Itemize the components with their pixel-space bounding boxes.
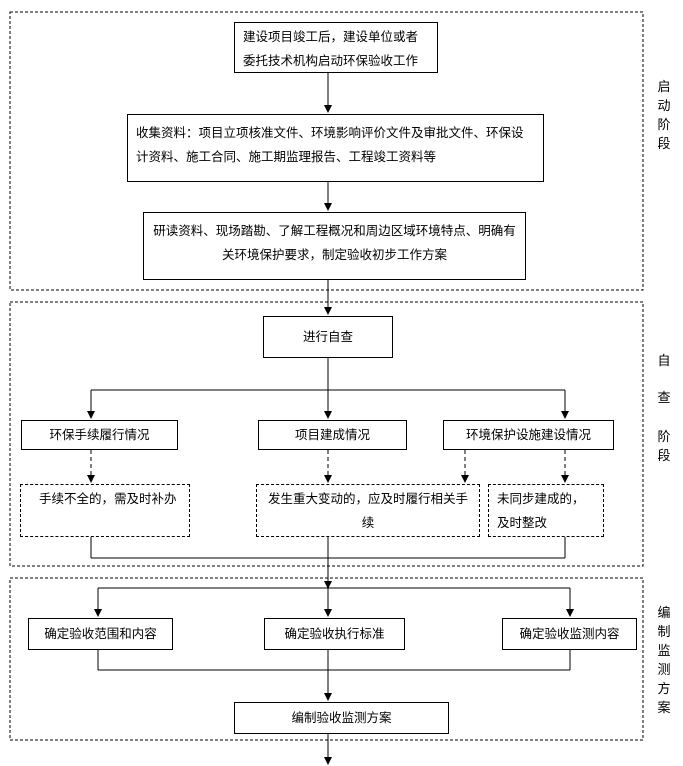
start-step-3: 研读资料、现场踏勘、了解工程概况和周边区域环境特点、明确有关环境保护要求，制定验… — [143, 212, 526, 280]
self-check-item-construction: 项目建成情况 — [258, 420, 407, 450]
self-check-note-construction: 发生重大变动的，应及时履行相关手续 — [256, 484, 480, 537]
phase-start-frame — [9, 11, 644, 291]
start-step-2: 收集资料：项目立项核准文件、环境影响评价文件及审批文件、环保设计资料、施工合同、… — [127, 114, 544, 182]
plan-final: 编制验收监测方案 — [234, 702, 449, 734]
phase-label-self-check-1: 自 — [657, 354, 671, 369]
phase-label-self-check-3: 阶 — [657, 430, 671, 445]
self-check-item-facilities: 环境保护设施建设情况 — [443, 420, 614, 450]
phase-plan-frame — [9, 577, 644, 741]
plan-item-scope: 确定验收范围和内容 — [28, 618, 173, 650]
phase-label-start: 启动阶段 — [657, 80, 671, 152]
self-check-main: 进行自查 — [263, 316, 393, 358]
start-step-1: 建设项目竣工后，建设单位或者委托技术机构启动环保验收工作 — [234, 22, 438, 73]
plan-item-monitoring: 确定验收监测内容 — [502, 618, 637, 650]
phase-label-plan: 编制监测方案 — [657, 606, 671, 716]
self-check-item-procedures: 环保手续履行情况 — [21, 420, 178, 450]
self-check-note-facilities: 未同步建成的，及时整改 — [488, 484, 604, 537]
phase-label-self-check-2: 查 — [657, 391, 671, 406]
self-check-note-procedures: 手续不全的，需及时补办 — [20, 484, 190, 537]
phase-self-check-frame — [9, 301, 644, 567]
plan-item-standards: 确定验收执行标准 — [264, 618, 405, 650]
phase-label-self-check-4: 段 — [657, 449, 671, 464]
